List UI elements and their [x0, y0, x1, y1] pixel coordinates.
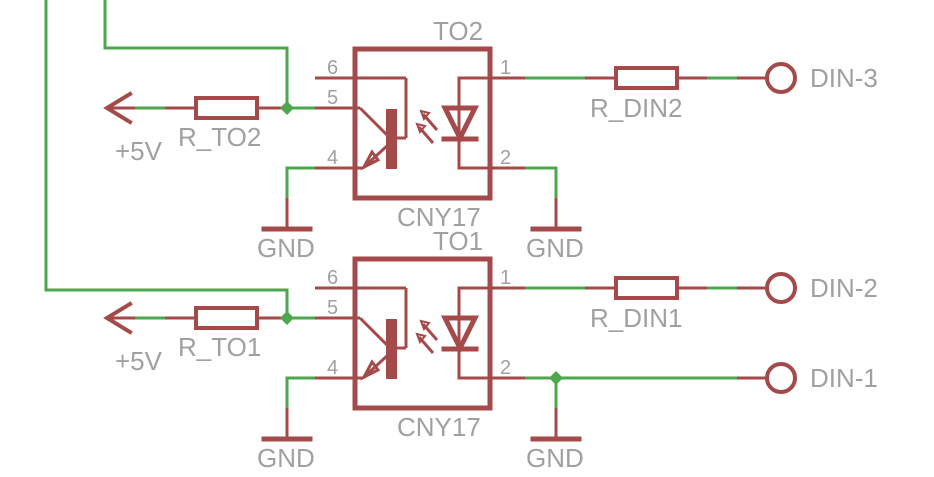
connector-din-1[interactable]: [765, 362, 797, 394]
resistor-r-to2[interactable]: [194, 96, 259, 120]
optocoupler-to1-group: +5V R_TO1 GND TO1 CNY17 6 5 4 1 2: [103, 226, 878, 473]
supply-arrow-icon: [103, 91, 135, 125]
phototransistor-base-icon: [386, 109, 397, 169]
pin-label: 6: [327, 267, 338, 289]
ic-body-to1[interactable]: [352, 256, 493, 411]
connector-label: DIN-3: [810, 63, 878, 93]
led-diode-icon: [440, 105, 480, 144]
pin-label: 6: [327, 57, 338, 79]
part-name-label: TO2: [433, 16, 483, 46]
light-emission-icon: [415, 109, 439, 144]
pin-label: 5: [327, 87, 338, 109]
resistor-label: R_DIN2: [590, 93, 682, 123]
wire-gnd-right[interactable]: [525, 166, 558, 198]
connector-label: DIN-2: [810, 273, 878, 303]
supply-label: +5V: [115, 136, 163, 166]
connector-label: DIN-1: [810, 363, 878, 393]
pin-label: 5: [327, 297, 338, 319]
gnd-label: GND: [257, 233, 315, 263]
resistor-label: R_TO1: [178, 332, 261, 362]
pin-label: 2: [500, 147, 511, 169]
resistor-label: R_DIN1: [590, 303, 682, 333]
connector-din-3[interactable]: [765, 62, 797, 94]
supply-label: +5V: [115, 346, 163, 376]
gnd-label: GND: [526, 443, 584, 473]
pin-label: 4: [327, 147, 338, 169]
ic-body-to2[interactable]: [352, 46, 493, 201]
junction-dot: [280, 101, 294, 115]
resistor-r-din1[interactable]: [614, 276, 679, 300]
emitter-arrow-icon: [360, 359, 381, 381]
gnd-label: GND: [257, 443, 315, 473]
pin-label: 4: [327, 357, 338, 379]
wire-gnd-left[interactable]: [285, 166, 315, 198]
supply-arrow-icon: [103, 301, 135, 335]
led-diode-icon: [440, 315, 480, 354]
wire-to2-output[interactable]: [103, 0, 289, 108]
resistor-r-din2[interactable]: [614, 66, 679, 90]
light-emission-icon: [415, 319, 439, 354]
part-value-label: CNY17: [397, 202, 481, 232]
wire-to1-output[interactable]: [44, 0, 289, 318]
part-value-label: CNY17: [397, 412, 481, 442]
pin-label: 1: [500, 57, 511, 79]
wire-gnd-left[interactable]: [285, 376, 315, 408]
resistor-r-to1[interactable]: [194, 306, 259, 330]
emitter-arrow-icon: [360, 149, 381, 171]
optocoupler-to2-group: +5V R_TO2 GND TO2 CNY17 6 5 4: [103, 16, 878, 263]
part-name-label: TO1: [433, 226, 483, 256]
connector-din-2[interactable]: [765, 272, 797, 304]
junction-dot: [280, 311, 294, 325]
resistor-label: R_TO2: [178, 122, 261, 152]
pin-label: 2: [500, 357, 511, 379]
phototransistor-base-icon: [386, 319, 397, 379]
gnd-label: GND: [526, 233, 584, 263]
pin-label: 1: [500, 267, 511, 289]
